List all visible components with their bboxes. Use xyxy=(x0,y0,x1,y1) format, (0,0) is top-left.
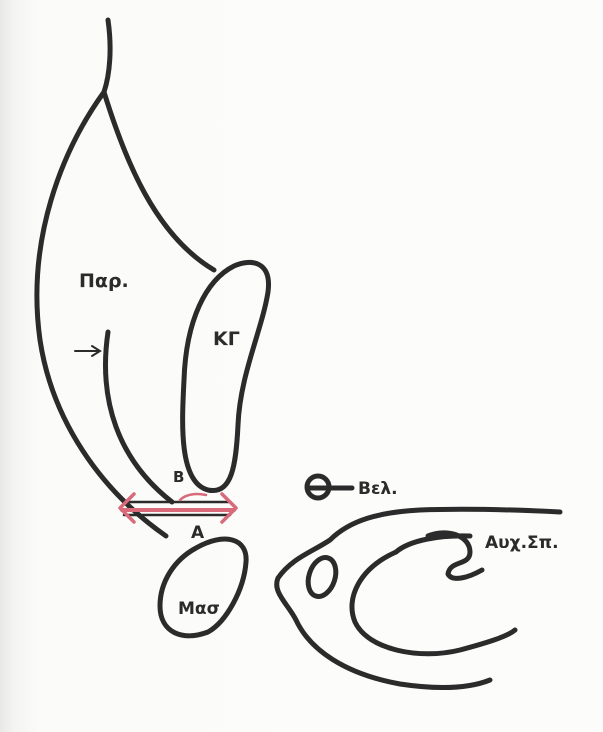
label-parotid: Παρ. xyxy=(79,272,129,291)
label-kg: ΚΓ xyxy=(213,330,240,349)
mastoid-outline xyxy=(160,539,246,636)
label-mastoid: Μασ xyxy=(178,601,220,618)
label-point-b: Β xyxy=(173,470,184,485)
highlight-arrows xyxy=(120,494,236,522)
foramen-outline xyxy=(303,554,340,600)
label-cervical-spine: Αυχ.Σπ. xyxy=(485,535,559,552)
pointer-arrow xyxy=(75,346,100,356)
label-belonoid: Βελ. xyxy=(358,481,398,498)
kg-outline xyxy=(183,262,269,490)
label-point-a: Α xyxy=(191,525,204,542)
vertebra-inner-line xyxy=(352,552,515,654)
inner-contour-line xyxy=(104,92,214,270)
inner-vertical-line xyxy=(106,332,172,502)
